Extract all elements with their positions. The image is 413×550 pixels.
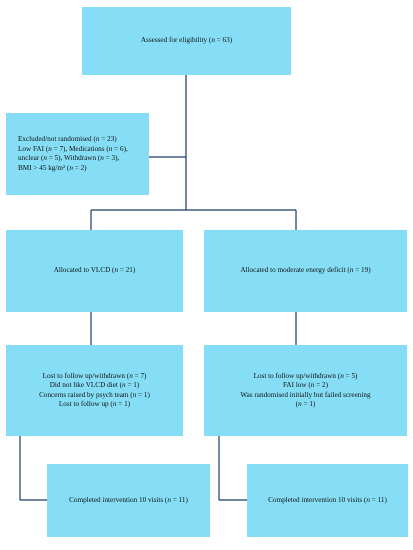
vlcd-lost-box: Lost to follow up/withdrawn (n = 7) Did … <box>6 345 183 436</box>
moderate-lost-line-4: (n = 1) <box>295 400 316 408</box>
vlcd-lost-line-1: Lost to follow up/withdrawn (n = 7) <box>42 371 147 380</box>
moderate-lost-line-1: Lost to follow up/withdrawn (n = 5) <box>253 371 358 380</box>
excluded-line-1: Excluded/not randomised (n = 23) <box>18 135 117 143</box>
vlcd-completed-box: Completed intervention 10 visits (n = 11… <box>47 464 210 537</box>
vlcd-lost-line-2: Did not like VLCD diet (n = 1) <box>49 381 140 389</box>
assessed-box: Assessed for eligibility (n = 63) <box>82 7 291 75</box>
moderate-allocated-text: Allocated to moderate energy deficit (n … <box>240 266 371 275</box>
excluded-line-4: BMI > 45 kg/m² (n = 2) <box>18 163 87 172</box>
moderate-lost-box: Lost to follow up/withdrawn (n = 5) FAI … <box>204 345 407 436</box>
moderate-completed-text: Completed intervention 10 visits (n = 11… <box>268 495 387 504</box>
vlcd-allocated-text: Allocated to VLCD (n = 21) <box>53 266 136 275</box>
excluded-line-3: unclear (n = 5), Withdrawn (n = 3), <box>18 154 120 162</box>
assessed-text: Assessed for eligibility (n = 63) <box>140 36 233 45</box>
moderate-lost-line-3: Was randomised initially but failed scre… <box>240 390 371 399</box>
moderate-completed-box: Completed intervention 10 visits (n = 11… <box>247 464 408 537</box>
moderate-lost-line-2: FAI low (n = 2) <box>282 381 329 389</box>
moderate-allocated-box: Allocated to moderate energy deficit (n … <box>204 230 407 312</box>
vlcd-lost-line-3: Concerns raised by psych team (n = 1) <box>39 390 150 399</box>
vlcd-completed-text: Completed intervention 10 visits (n = 11… <box>69 495 188 504</box>
excluded-box: Excluded/not randomised (n = 23) Low FAI… <box>6 113 149 195</box>
excluded-line-2: Low FAI (n = 7), Medications (n = 6), <box>18 144 128 153</box>
vlcd-allocated-box: Allocated to VLCD (n = 21) <box>6 230 183 312</box>
vlcd-lost-line-4: Lost to follow up (n = 1) <box>58 400 131 408</box>
